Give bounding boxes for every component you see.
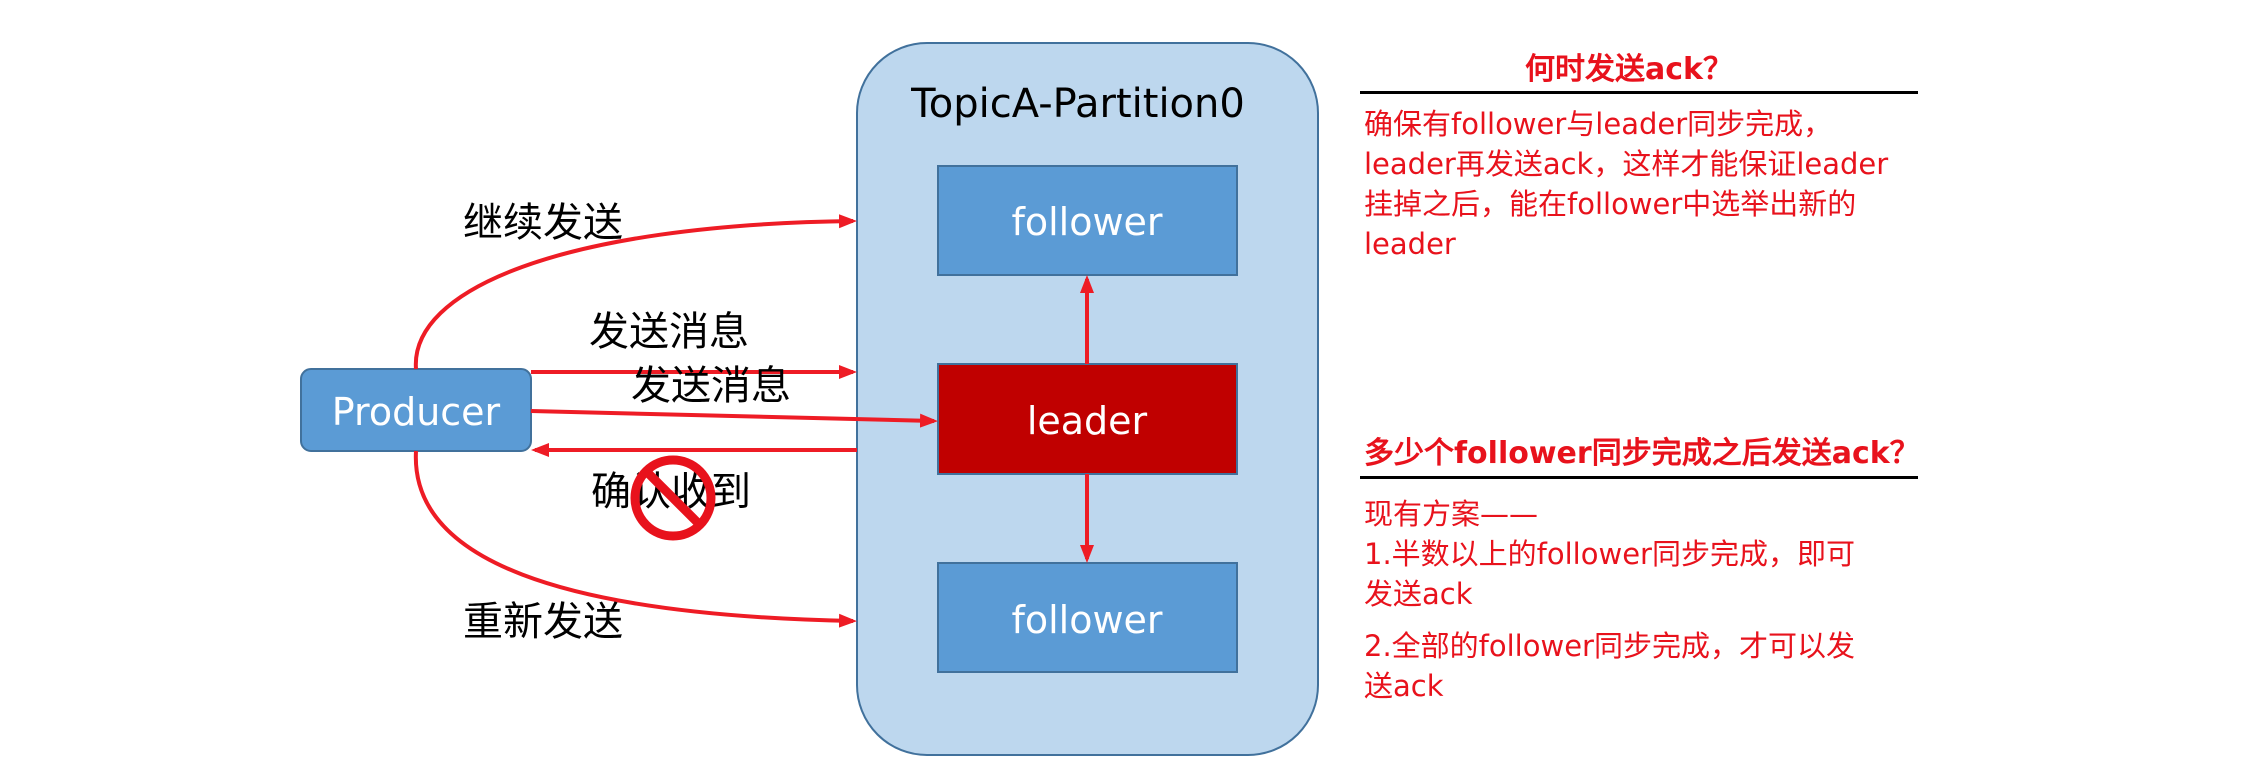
q1-answer: 确保有follower与leader同步完成， leader再发送ack，这样才… — [1364, 104, 1888, 264]
q2-option-1-line-2: 发送ack — [1364, 577, 1473, 611]
q1-divider — [1360, 91, 1918, 94]
follower-bottom-label: follower — [1011, 598, 1162, 642]
prohibited-icon — [630, 455, 716, 541]
q2-intro: 现有方案—— — [1364, 497, 1539, 531]
leader-label: leader — [1027, 399, 1148, 443]
q1-line-1: 确保有follower与leader同步完成， — [1364, 107, 1833, 141]
q1-line-2: leader再发送ack，这样才能保证leader — [1364, 147, 1889, 181]
q2-title: 多少个follower同步完成之后发送ack？ — [1364, 436, 1920, 471]
producer-label: Producer — [332, 390, 501, 434]
resend-label: 重新发送 — [463, 599, 623, 645]
partition-title: TopicA-Partition0 — [910, 81, 1245, 127]
follower-top-label: follower — [1011, 200, 1162, 244]
resend-arrow — [413, 450, 857, 628]
q2-spacer — [1364, 614, 1855, 626]
continue-send-label: 继续发送 — [463, 200, 623, 246]
continue-send-arrow — [413, 214, 857, 370]
follower-bottom-box — [937, 562, 1238, 673]
send-message-1-label: 发送消息 — [589, 309, 749, 355]
q2-answer: 现有方案—— 1.半数以上的follower同步完成，即可 发送ack 2.全部… — [1364, 494, 1855, 706]
q1-line-3: 挂掉之后，能在follower中选举出新的 — [1364, 187, 1857, 221]
q2-option-2-line-1: 2.全部的follower同步完成，才可以发 — [1364, 629, 1855, 663]
q2-option-1-line-1: 1.半数以上的follower同步完成，即可 — [1364, 537, 1855, 571]
q1-title: 何时发送ack？ — [1525, 52, 1733, 87]
q2-divider — [1360, 476, 1918, 479]
q2-option-2-line-2: 送ack — [1364, 669, 1444, 703]
send-message-2-arrow — [530, 409, 938, 428]
q1-line-4: leader — [1364, 227, 1456, 261]
send-message-2-label: 发送消息 — [631, 363, 791, 409]
follower-top-box — [937, 165, 1238, 276]
